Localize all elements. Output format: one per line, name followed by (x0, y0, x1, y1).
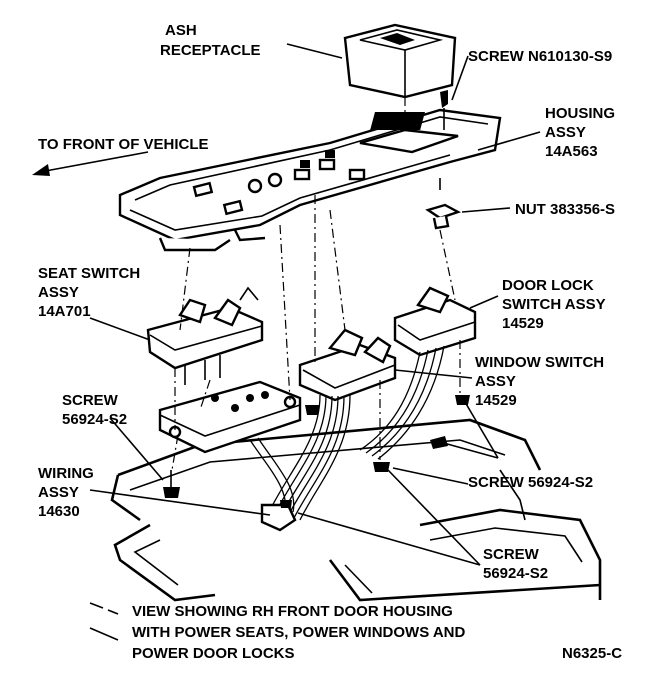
alignment-lines (171, 97, 461, 471)
window-switch-assy (298, 328, 397, 402)
wiring-connector (158, 380, 302, 454)
leader-lines (89, 43, 541, 566)
caption-marks (89, 602, 119, 641)
front-direction-arrow (32, 151, 149, 176)
label-seat-switch-number: 14A701 (38, 303, 91, 320)
label-housing-number: 14A563 (545, 143, 598, 160)
caption-line-2: WITH POWER SEATS, POWER WINDOWS AND (132, 624, 465, 641)
label-screw-left-number: 56924-S2 (62, 411, 127, 428)
label-window-switch-number: 14529 (475, 392, 517, 409)
label-door-lock: DOOR LOCK (502, 277, 594, 294)
door-lock-switch-assy (393, 286, 477, 357)
caption-line-1: VIEW SHOWING RH FRONT DOOR HOUSING (132, 603, 453, 620)
label-housing: HOUSING (545, 105, 615, 122)
screw-n610130 (440, 90, 448, 130)
housing-assy (118, 108, 502, 252)
label-screw-left: SCREW (62, 392, 119, 409)
nut-383356 (425, 203, 462, 230)
caption-line-3: POWER DOOR LOCKS (132, 645, 295, 662)
label-wiring-assy: ASSY (38, 484, 79, 501)
door-panel (110, 418, 602, 602)
label-screw-right: SCREW 56924-S2 (468, 474, 593, 491)
label-ash: ASH (165, 22, 197, 39)
label-window-switch-assy: ASSY (475, 373, 516, 390)
label-screw-top: SCREW N610130-S9 (468, 48, 612, 65)
label-seat-switch: SEAT SWITCH (38, 265, 140, 282)
wiring-harness (249, 345, 445, 532)
label-door-lock-number: 14529 (502, 315, 544, 332)
seat-switch-assy (146, 286, 264, 385)
label-screw-bottom: SCREW (483, 546, 540, 563)
label-wiring: WIRING (38, 465, 94, 482)
label-seat-switch-assy: ASSY (38, 284, 79, 301)
label-housing-assy: ASSY (545, 124, 586, 141)
label-receptacle: RECEPTACLE (160, 42, 261, 59)
label-front-of-vehicle: TO FRONT OF VEHICLE (38, 136, 209, 153)
label-window-switch: WINDOW SWITCH (475, 354, 604, 371)
label-wiring-number: 14630 (38, 503, 80, 520)
label-door-lock-switch: SWITCH ASSY (502, 296, 606, 313)
figure-code: N6325-C (562, 645, 622, 662)
screws-56924 (163, 395, 470, 508)
label-nut: NUT 383356-S (515, 201, 615, 218)
ash-receptacle (343, 23, 457, 99)
label-screw-bottom-number: 56924-S2 (483, 565, 548, 582)
